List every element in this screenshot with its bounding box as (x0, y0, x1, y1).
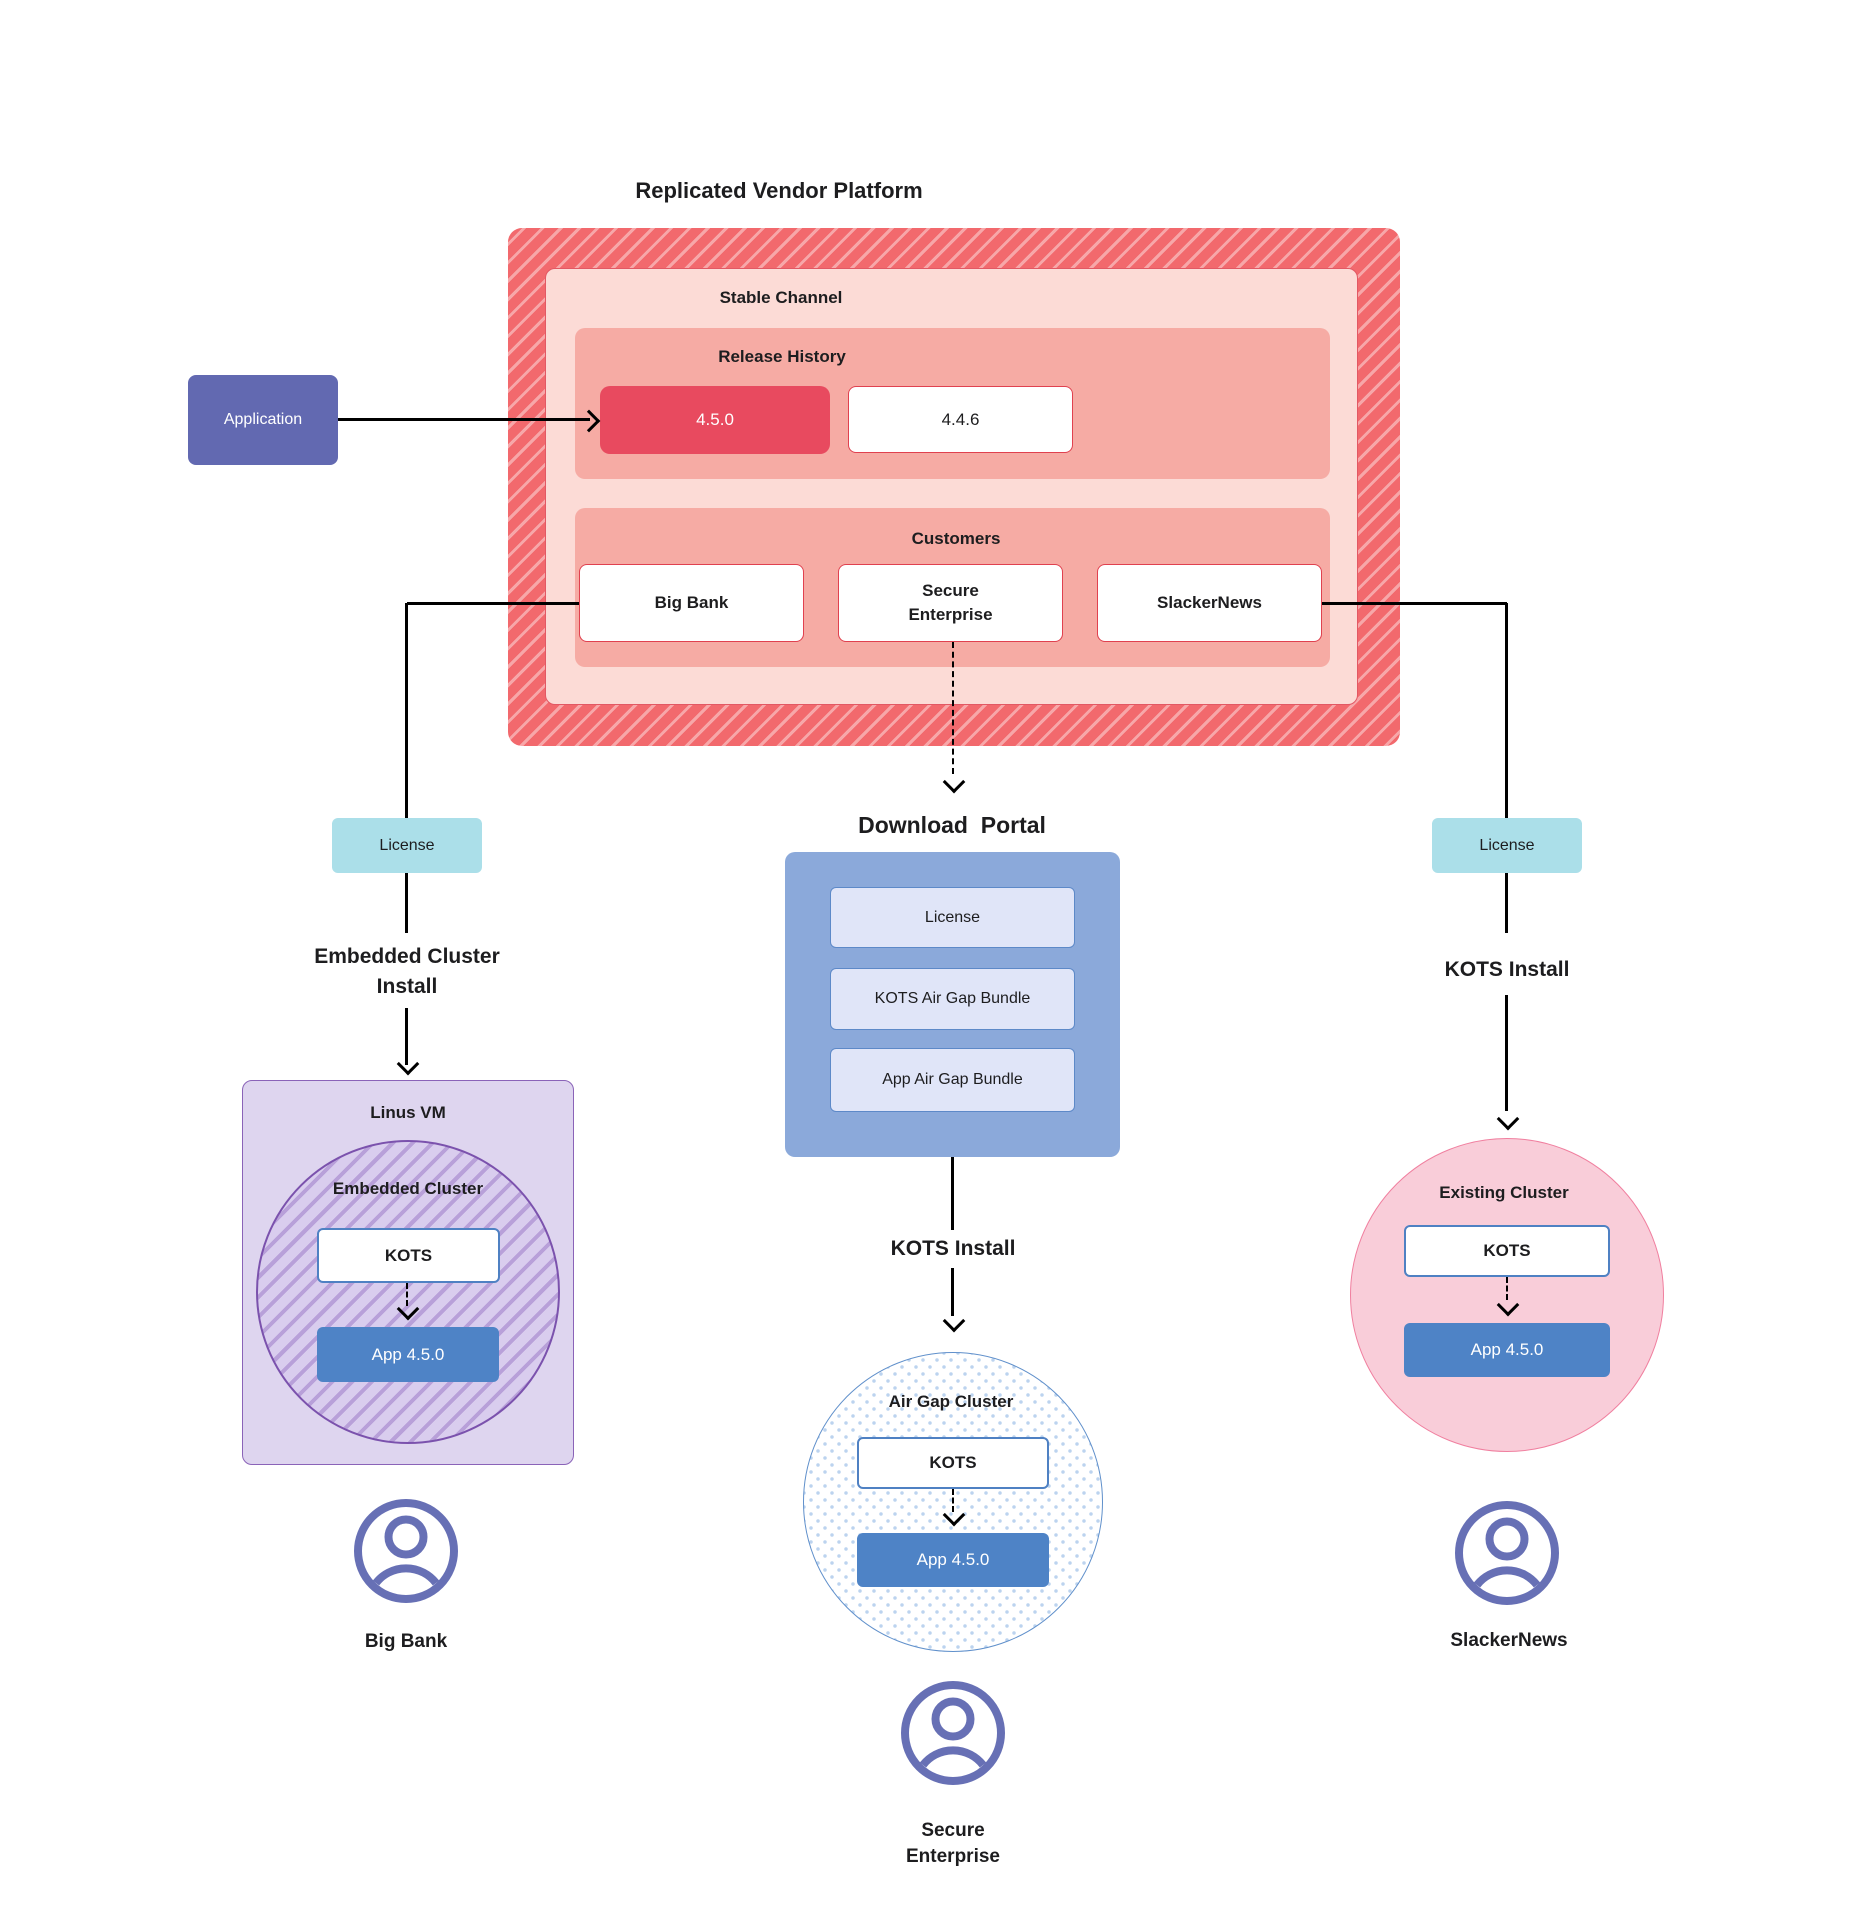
license-left-line (405, 873, 408, 933)
download-portal-title: Download Portal (858, 812, 1046, 838)
embedded-cluster-install-label: Embedded Cluster Install (314, 945, 500, 998)
stable-channel-label: Stable Channel (719, 288, 843, 307)
kots-install-right-label: KOTS Install (1444, 958, 1570, 981)
license-right-line (1505, 873, 1508, 933)
license-chip-left: License (332, 818, 482, 873)
secure-enterprise-arrowhead-icon (942, 770, 966, 794)
license-chip-right: License (1432, 818, 1582, 873)
portal-item-kots-airgap-bundle: KOTS Air Gap Bundle (830, 968, 1075, 1030)
kots-box-left: KOTS (317, 1228, 500, 1283)
install-right-arrowhead-icon (1496, 1107, 1520, 1131)
embedded-cluster-label: Embedded Cluster (332, 1179, 484, 1198)
big-bank-user-icon (351, 1496, 461, 1606)
portal-line (951, 1157, 954, 1230)
kots-app-middle-dashed-line (952, 1489, 954, 1512)
kots-app-right-dashed-line (1506, 1277, 1508, 1300)
embedded-cluster-circle (256, 1140, 560, 1444)
existing-cluster-label: Existing Cluster (1439, 1183, 1569, 1202)
bigbank-connector-h (407, 602, 579, 605)
app-box-middle: App 4.5.0 (857, 1533, 1049, 1587)
kots-box-right: KOTS (1404, 1225, 1610, 1277)
slackernews-connector-h (1322, 602, 1507, 605)
portal-item-license: License (830, 887, 1075, 948)
app-box-right: App 4.5.0 (1404, 1323, 1610, 1377)
customer-slackernews: SlackerNews (1097, 564, 1322, 642)
release-4-5-0: 4.5.0 (600, 386, 830, 454)
bigbank-connector-v (405, 603, 408, 818)
install-middle-arrow-line (951, 1268, 954, 1316)
kots-install-middle-label: KOTS Install (890, 1237, 1016, 1260)
release-history-label: Release History (718, 347, 846, 366)
install-middle-arrowhead-icon (942, 1309, 966, 1333)
install-left-arrow-line (405, 1008, 408, 1065)
diagram-title: Replicated Vendor Platform (635, 178, 923, 203)
secure-enterprise-user-icon (898, 1678, 1008, 1788)
application-arrow-line (338, 418, 590, 421)
slackernews-connector-v (1505, 603, 1508, 818)
kots-box-middle: KOTS (857, 1437, 1049, 1489)
application-box: Application (188, 375, 338, 465)
install-left-arrowhead-icon (396, 1052, 420, 1076)
customers-label: Customers (911, 529, 1001, 548)
secure-enterprise-dashed-line (952, 642, 954, 774)
kots-app-left-dashed-line (406, 1283, 408, 1306)
release-4-4-6: 4.4.6 (848, 386, 1073, 453)
portal-item-app-airgap-bundle: App Air Gap Bundle (830, 1048, 1075, 1112)
slackernews-user-label: SlackerNews (1450, 1630, 1568, 1651)
customer-big-bank: Big Bank (579, 564, 804, 642)
install-right-arrow-line (1505, 995, 1508, 1111)
linus-vm-label: Linus VM (370, 1103, 446, 1122)
customer-secure-enterprise: Secure Enterprise (838, 564, 1063, 642)
big-bank-user-label: Big Bank (364, 1631, 448, 1652)
app-box-left: App 4.5.0 (317, 1327, 499, 1382)
slackernews-user-icon (1452, 1498, 1562, 1608)
secure-enterprise-user-label: Secure Enterprise (906, 1820, 1000, 1867)
air-gap-cluster-label: Air Gap Cluster (888, 1392, 1014, 1411)
